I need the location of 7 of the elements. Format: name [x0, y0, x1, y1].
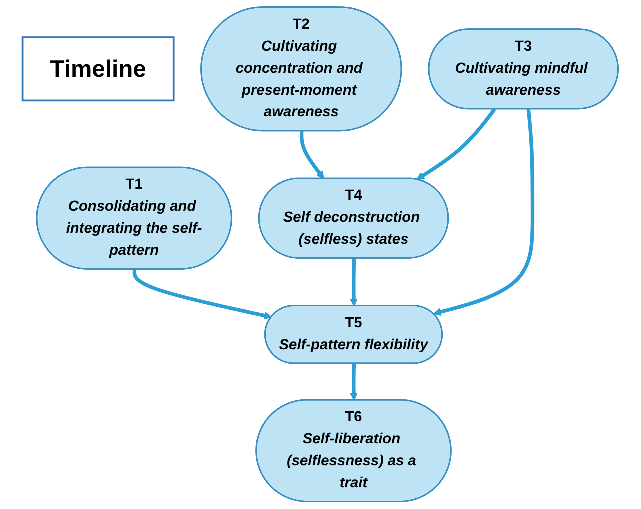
- arrow: [350, 258, 358, 307]
- arrow: [300, 131, 324, 180]
- arrow: [433, 109, 535, 316]
- arrow: [416, 108, 496, 180]
- arrow: [132, 270, 272, 320]
- arrow: [350, 364, 358, 401]
- node-box: Timeline: [22, 36, 175, 102]
